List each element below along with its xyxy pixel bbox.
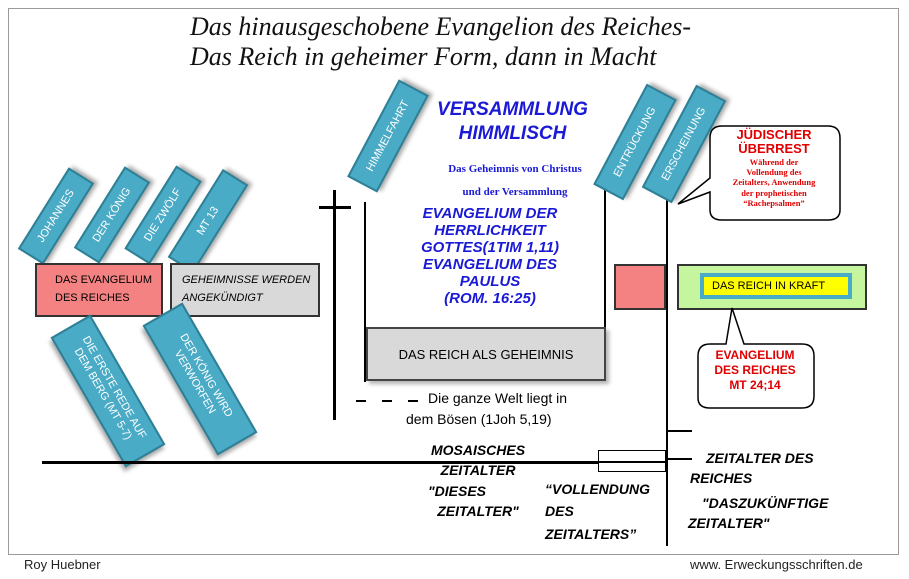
juedisch-detail: Während der Vollendung des Zeitalters, A… [712, 157, 836, 209]
geheimnis-text: Das Geheimnis von Christus und der Versa… [430, 158, 600, 204]
welt-text: Die ganze Welt liegt in dem Bösen (1Joh … [406, 388, 606, 430]
footer-website[interactable]: www. Erweckungsschriften.de [690, 557, 863, 572]
juedisch-detail-4: der prophetischen [741, 187, 807, 198]
evangelium-bubble-line-1: EVANGELIUM [715, 348, 795, 362]
juedisch-text: JÜDISCHER ÜBERREST Während der Vollendun… [712, 127, 836, 209]
divider-line-mid [604, 190, 606, 362]
title-line-2: Das Reich in geheimer Form, dann in Mach… [190, 42, 657, 71]
era-vollendung-2: DES [545, 503, 574, 520]
divider-line-right [666, 190, 668, 546]
era-zukuenftig: "DASZUKÜNFTIGE ZEITALTER" [688, 494, 848, 533]
evangelium-herrlichkeit-text: EVANGELIUM DER HERRLICHKEIT GOTTES(1TIM … [395, 205, 585, 308]
timeline-left [42, 461, 598, 464]
timeline-tick-1 [666, 430, 692, 432]
juedisch-heading-1: JÜDISCHER [736, 127, 812, 142]
box-geheimnisse-angekuendigt: GEHEIMNISSE WERDEN ANGEKÜNDIGT [170, 263, 320, 317]
geheimnis-line-1: Das Geheimnis von Christus [448, 163, 582, 175]
era-vollendung: “VOLLENDUNG DES ZEITALTERS” [545, 478, 665, 545]
welt-line-1: Die ganze Welt liegt in [428, 390, 568, 406]
era-reich: ZEITALTER DES REICHES [690, 449, 830, 488]
footer-author: Roy Huebner [24, 557, 101, 572]
evangelium-bubble-text: EVANGELIUM DES REICHES MT 24;14 [700, 348, 810, 393]
box-reich-in-kraft: DAS REICH IN KRAFT [700, 273, 852, 299]
box-evangelium-des-reiches: DAS EVANGELIUM DES REICHES [35, 263, 163, 317]
era-mosaisch-3: "DIESES [428, 482, 486, 499]
juedisch-detail-2: Vollendung des [746, 166, 802, 177]
pink-marker-box [614, 264, 666, 310]
juedisch-detail-5: “Rachepsalmen” [743, 198, 805, 209]
era-mosaisch-2: ZEITALTER [440, 462, 516, 479]
geheimnis-line-2: und der Versammlung [462, 186, 568, 199]
ev-line-3: GOTTES(1TIM 1,11) [420, 238, 560, 256]
era-vollendung-3: ZEITALTERS” [545, 525, 637, 542]
juedisch-detail-1: Während der [749, 156, 799, 167]
cross-vertical [333, 190, 336, 420]
juedisch-detail-3: Zeitalters, Anwendung [732, 177, 816, 188]
era-reich-2: REICHES [690, 469, 753, 486]
era-zukuenftig-2: ZEITALTER" [688, 514, 770, 531]
era-vollendung-1: “VOLLENDUNG [545, 481, 650, 497]
evangelium-bubble-outline [697, 307, 815, 409]
box-reich-als-geheimnis: DAS REICH ALS GEHEIMNIS [366, 327, 606, 381]
dash-2 [382, 400, 392, 402]
juedisch-bubble-outline [677, 125, 841, 221]
ev-line-1: EVANGELIUM DER [422, 205, 558, 222]
timeline-transition-mid [598, 461, 666, 463]
evangelium-bubble-line-3: MT 24;14 [729, 378, 781, 392]
evangelium-bubble-line-2: DES REICHES [714, 363, 796, 377]
era-zukuenftig-1: "DASZUKÜNFTIGE [702, 495, 829, 511]
era-mosaisch-4: ZEITALTER" [437, 502, 519, 519]
dash-3 [408, 400, 418, 402]
era-mosaisch-1: MOSAISCHES [430, 442, 526, 458]
era-reich-1: ZEITALTER DES [706, 450, 814, 466]
ev-line-2: HERRLICHKEIT [434, 221, 546, 239]
welt-line-2: dem Bösen (1Joh 5,19) [406, 411, 552, 427]
timeline-tick-2 [666, 458, 692, 460]
ev-line-4: EVANGELIUM DES [423, 255, 557, 273]
cross-horizontal [319, 206, 351, 209]
ev-line-6: (ROM. 16:25) [444, 289, 536, 307]
dash-1 [356, 400, 366, 402]
era-mosaisch: MOSAISCHES ZEITALTER "DIESES ZEITALTER" [428, 440, 528, 521]
title-line-1: Das hinausgeschobene Evangelion des Reic… [190, 12, 692, 41]
versammlung-line-2: HIMMLISCH [458, 122, 567, 144]
ev-line-5: PAULUS [459, 272, 521, 290]
juedisch-heading-2: ÜBERREST [738, 141, 810, 157]
versammlung-heading: VERSAMMLUNG HIMMLISCH [420, 98, 605, 146]
versammlung-line-1: VERSAMMLUNG [437, 99, 588, 120]
divider-line-left [364, 202, 366, 382]
diagram-frame [8, 8, 899, 555]
